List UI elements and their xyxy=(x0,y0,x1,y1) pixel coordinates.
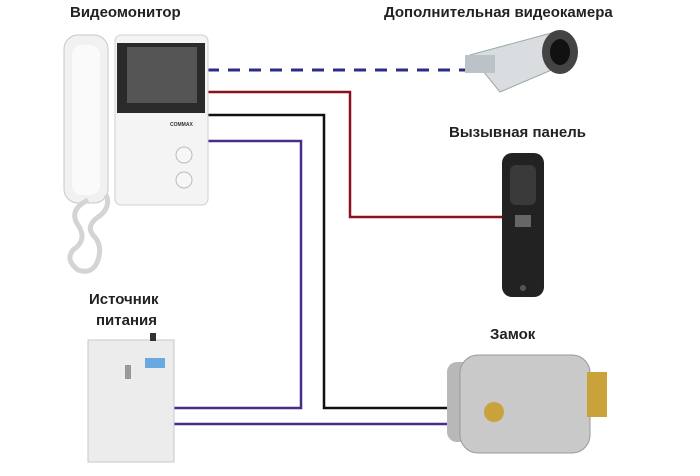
label-call-panel: Вызывная панель xyxy=(449,124,587,141)
label-power-supply-line1: Источник xyxy=(89,291,159,308)
monitor-button-1 xyxy=(175,146,193,164)
lock-wire-black xyxy=(207,113,450,410)
monitor-brand-logo: COMMAX xyxy=(170,122,193,128)
video-camera xyxy=(465,30,578,93)
label-power-supply-line2: питания xyxy=(96,312,158,329)
power-wire-purple xyxy=(172,139,303,410)
power-supply xyxy=(87,333,175,463)
call-panel xyxy=(502,153,544,297)
electric-lock xyxy=(447,354,607,454)
call-panel-wire-red xyxy=(207,90,502,219)
monitor-button-2 xyxy=(175,171,193,189)
label-additional-camera: Дополнительная видеокамера xyxy=(384,4,613,21)
label-video-monitor: Видеомонитор xyxy=(70,4,181,21)
video-monitor: COMMAX xyxy=(63,34,209,274)
label-lock: Замок xyxy=(490,326,536,343)
